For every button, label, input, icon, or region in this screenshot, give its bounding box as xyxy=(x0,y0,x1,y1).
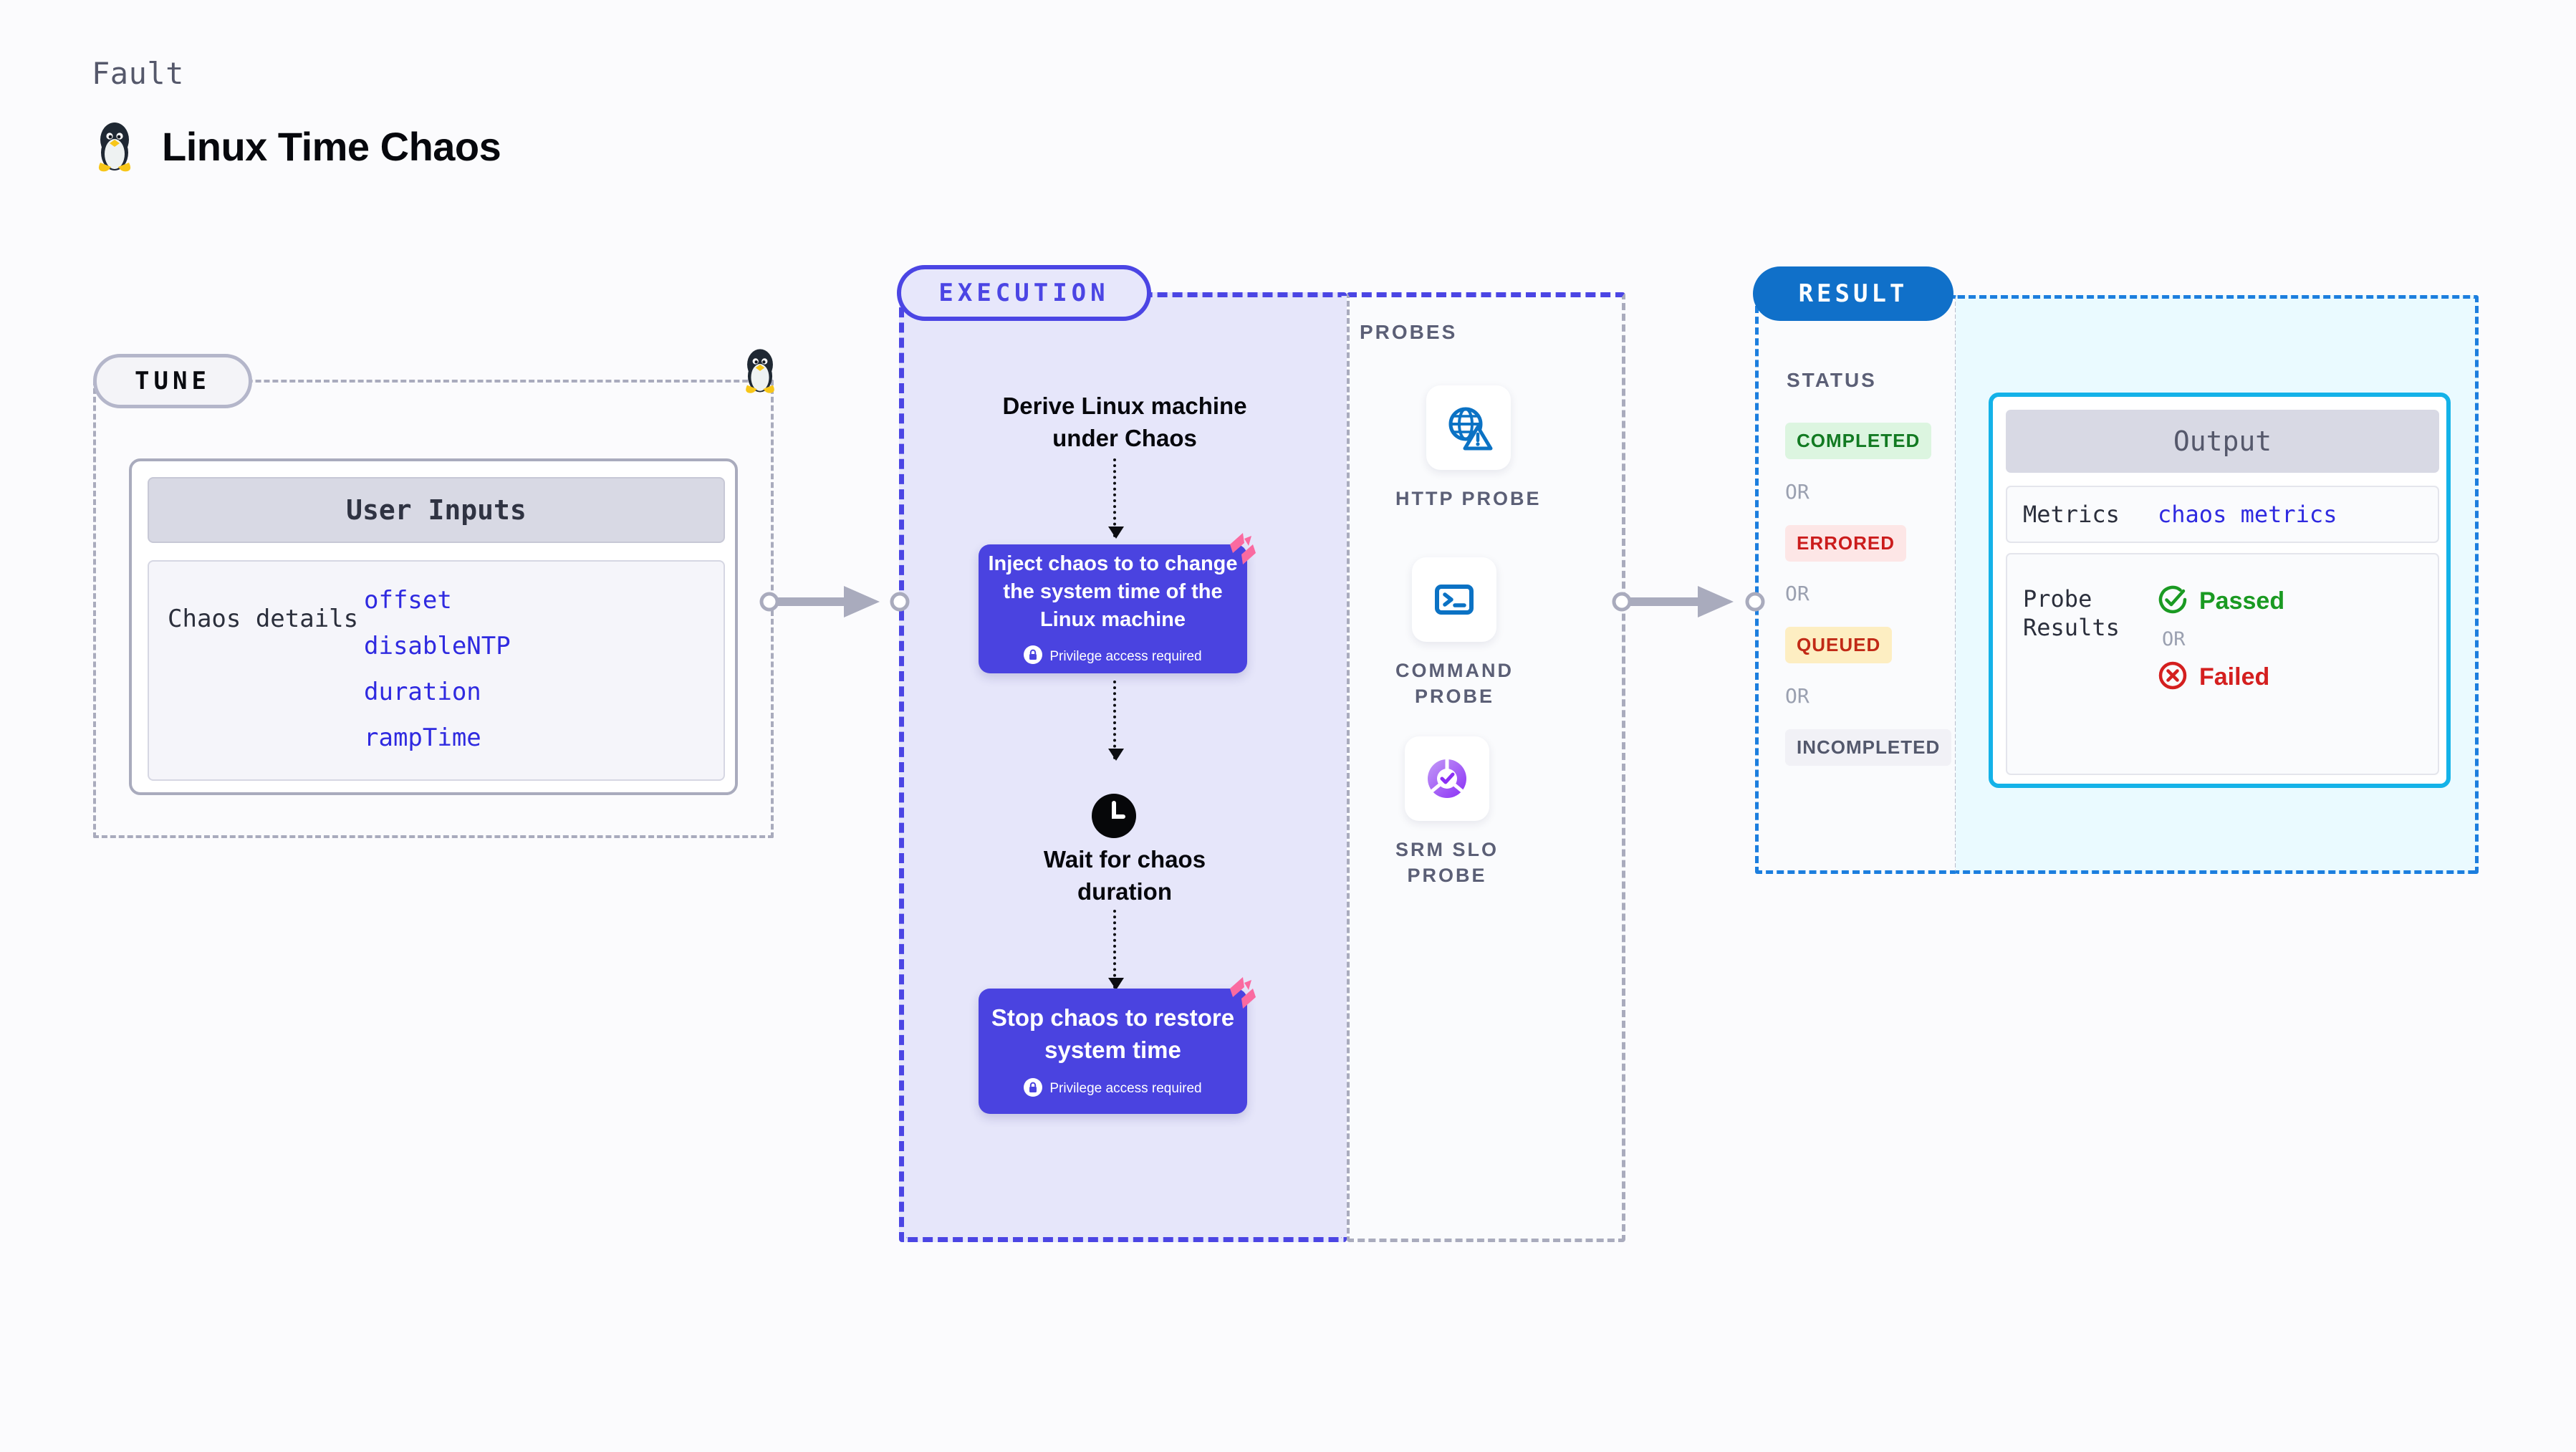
probe-result-or-label: OR xyxy=(2162,628,2186,650)
lock-icon xyxy=(1024,1077,1043,1100)
result-section-pill[interactable]: RESULT xyxy=(1753,266,1953,321)
flow-arrow-3 xyxy=(1108,910,1124,990)
privilege-note-text: Privilege access required xyxy=(1049,648,1202,664)
probe-label: HTTP PROBE xyxy=(1395,488,1542,509)
probe-results-values: Passed OR Failed xyxy=(2158,585,2284,694)
execution-step-title: Derive Linux machine under Chaos xyxy=(1002,393,1247,451)
execution-step-inject-chaos[interactable]: Inject chaos to to change the system tim… xyxy=(979,533,1256,673)
privilege-note-row: Privilege access required xyxy=(1024,1077,1202,1100)
chaos-details-box: Chaos details offset disableNTP duration… xyxy=(148,560,725,781)
slo-donut-check-icon xyxy=(1405,736,1489,821)
probes-section-title: PROBES xyxy=(1360,321,1458,343)
tune-section-pill[interactable]: TUNE xyxy=(93,354,252,408)
check-circle-icon xyxy=(2158,585,2188,618)
output-probe-results-row: Probe Results Passed OR xyxy=(2006,553,2439,775)
metrics-value[interactable]: chaos metrics xyxy=(2158,501,2337,528)
status-or-label-1: OR xyxy=(1785,480,1810,504)
fault-eyebrow-label: Fault xyxy=(92,56,184,91)
probe-label: SRM SLO PROBE xyxy=(1395,839,1499,887)
chaos-params-list: offset disableNTP duration rampTime xyxy=(364,579,511,752)
param-ramptime[interactable]: rampTime xyxy=(364,723,481,752)
output-card: Output Metrics chaos metrics Probe Resul… xyxy=(1989,393,2451,788)
passed-label: Passed xyxy=(2199,587,2285,615)
probe-results-key-label: Probe Results xyxy=(2023,585,2120,641)
lock-icon xyxy=(1024,645,1043,668)
metrics-key-label: Metrics xyxy=(2023,501,2120,528)
privilege-note-text: Privilege access required xyxy=(1049,1081,1202,1097)
page-title: Linux Time Chaos xyxy=(162,123,501,169)
globe-warning-icon xyxy=(1426,385,1511,470)
probe-item-command[interactable]: COMMAND PROBE xyxy=(1395,557,1514,710)
output-card-header: Output xyxy=(2006,410,2439,473)
flow-arrow-1 xyxy=(1108,458,1124,539)
status-badge-incompleted: INCOMPLETED xyxy=(1785,729,1952,766)
failed-label: Failed xyxy=(2199,663,2270,691)
harness-logo-badge-icon xyxy=(1223,529,1263,572)
param-offset[interactable]: offset xyxy=(364,586,452,615)
x-circle-icon xyxy=(2158,660,2188,694)
connector-execution-to-result xyxy=(1612,586,1765,617)
probe-item-srm-slo[interactable]: SRM SLO PROBE xyxy=(1395,736,1499,889)
status-column-title: STATUS xyxy=(1787,369,1877,391)
status-badge-errored: ERRORED xyxy=(1785,525,1907,562)
tux-penguin-icon xyxy=(92,118,138,174)
page-title-row: Linux Time Chaos xyxy=(92,118,501,174)
connector-tune-to-execution xyxy=(759,586,910,617)
probe-label: COMMAND PROBE xyxy=(1395,660,1514,708)
privilege-note-row: Privilege access required xyxy=(1024,645,1202,668)
harness-logo-badge-icon xyxy=(1223,973,1263,1016)
chaos-details-label: Chaos details xyxy=(168,605,359,633)
execution-step-text: Stop chaos to restore system time xyxy=(991,1004,1235,1063)
user-inputs-card: User Inputs Chaos details offset disable… xyxy=(129,458,738,795)
param-duration[interactable]: duration xyxy=(364,678,481,706)
tux-penguin-icon xyxy=(739,345,781,399)
output-metrics-row: Metrics chaos metrics xyxy=(2006,486,2439,543)
wait-for-chaos-duration-label: Wait for chaos duration xyxy=(1043,846,1206,905)
status-or-label-2: OR xyxy=(1785,582,1810,605)
user-inputs-header: User Inputs xyxy=(148,477,725,543)
probe-result-passed: Passed xyxy=(2158,585,2284,618)
status-badge-queued: QUEUED xyxy=(1785,627,1893,663)
probe-item-http[interactable]: HTTP PROBE xyxy=(1395,385,1542,511)
terminal-icon xyxy=(1412,557,1497,642)
execution-section-pill[interactable]: EXECUTION xyxy=(897,265,1151,321)
param-disablentp[interactable]: disableNTP xyxy=(364,632,511,660)
status-or-label-3: OR xyxy=(1785,684,1810,708)
probe-result-failed: Failed xyxy=(2158,660,2284,694)
execution-step-stop-chaos[interactable]: Stop chaos to restore system time Privil… xyxy=(979,977,1256,1114)
clock-icon xyxy=(1092,794,1136,842)
status-badge-completed: COMPLETED xyxy=(1785,423,1932,459)
execution-step-text: Inject chaos to to change the system tim… xyxy=(988,552,1238,632)
flow-arrow-2 xyxy=(1108,681,1124,761)
